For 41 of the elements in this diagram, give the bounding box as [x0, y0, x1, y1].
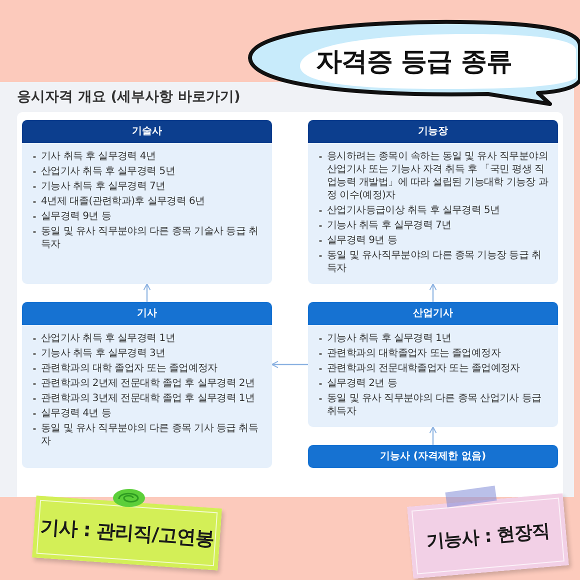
qualification-card: [22, 302, 272, 468]
requirement-item: 응시하려는 종목이 속하는 동일 및 유사 직무분야의 산업기사 또는 기능사 자격 취득 후 「국민 평생 직업능력 개발법」에 따라 설립된 기능대학 기능장 과정 이수(예정)자: [318, 150, 548, 202]
requirement-item: 동일 및 유사 직무분야의 다른 종목 산업기사 등급 취득자: [318, 392, 548, 418]
requirement-item: 기능사 취득 후 실무경력 1년: [318, 332, 548, 345]
requirement-item: 실무경력 9년 등: [318, 234, 548, 247]
requirement-item: 산업기사등급이상 취득 후 실무경력 5년: [318, 204, 548, 217]
requirement-item: 관련학과의 대학졸업자 또는 졸업예정자: [318, 347, 548, 360]
arrow: [271, 360, 308, 368]
requirement-item: 실무경력 2년 등: [318, 377, 548, 390]
requirement-item: 관련학과의 전문대학졸업자 또는 졸업예정자: [318, 362, 548, 375]
requirement-item: 실무경력 9년 등: [32, 210, 262, 223]
arrow: [429, 426, 437, 445]
title: 자격증 등급 종류: [316, 46, 512, 79]
sticky-note: [32, 496, 222, 570]
requirement-item: 4년제 대졸(관련학과)후 실무경력 6년: [32, 195, 262, 208]
card-header: 기능장: [308, 120, 558, 143]
requirement-item: 관련학과의 대학 졸업자 또는 졸업예정자: [32, 362, 262, 375]
requirement-item: 기능사 취득 후 실무경력 7년: [32, 180, 262, 193]
level-bar: 기능사 (자격제한 없음): [308, 445, 558, 468]
arrow: [429, 283, 437, 302]
arrow: [143, 283, 151, 302]
requirement-item: 실무경력 4년 등: [32, 407, 262, 420]
requirement-item: 기능사 취득 후 실무경력 7년: [318, 219, 548, 232]
requirement-item: 기사 취득 후 실무경력 4년: [32, 150, 262, 163]
requirement-item: 동일 및 유사 직무분야의 다른 종목 기사 등급 취득자: [32, 422, 262, 448]
note-text: 기능사 : 현장직: [426, 520, 550, 554]
requirement-item: 동일 및 유사 직무분야의 다른 종목 기술사 등급 취득자: [32, 225, 262, 251]
card-header: 기술사: [22, 120, 272, 143]
note-text: 기사 : 관리직/고연봉: [39, 514, 215, 552]
requirement-item: 관련학과의 2년제 전문대학 졸업 후 실무경력 2년: [32, 377, 262, 390]
qualification-card: [22, 120, 272, 284]
requirement-item: 관련학과의 3년제 전문대학 졸업 후 실무경력 1년: [32, 392, 262, 405]
section-heading: 응시자격 개요 (세부사항 바로가기): [17, 88, 240, 106]
card-header: 산업기사: [308, 302, 558, 325]
requirement-item: 기능사 취득 후 실무경력 3년: [32, 347, 262, 360]
card-header: 기사: [22, 302, 272, 325]
qualification-card: [308, 302, 558, 427]
requirement-item: 산업기사 취득 후 실무경력 1년: [32, 332, 262, 345]
requirement-item: 동일 및 유사직무분야의 다른 종목 기능장 등급 취득자: [318, 249, 548, 275]
qualification-card: [308, 120, 558, 284]
requirement-item: 산업기사 취득 후 실무경력 5년: [32, 165, 262, 178]
